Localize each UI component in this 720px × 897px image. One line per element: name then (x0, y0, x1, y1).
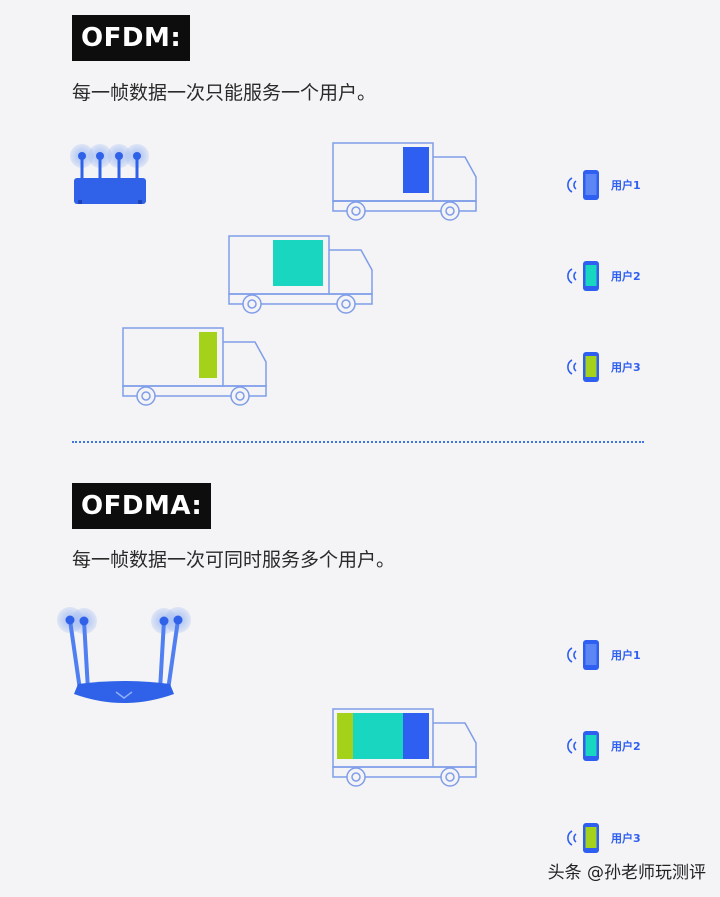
truck-user3 (122, 327, 267, 406)
wifi-signal-icon (567, 647, 573, 663)
watermark: 头条 @孙老师玩测评 (547, 863, 706, 883)
phone-user2: 用户2 (567, 731, 641, 761)
user-label: 用户1 (611, 648, 641, 662)
wifi6-router-icon (57, 607, 191, 703)
user-label: 用户3 (611, 831, 641, 845)
wifi-signal-icon (567, 359, 573, 375)
cargo-user2 (273, 240, 323, 286)
user-label: 用户1 (611, 178, 641, 192)
ofdm-subtitle: 每一帧数据一次只能服务一个用户。 (72, 82, 377, 104)
ofdma-subtitle: 每一帧数据一次可同时服务多个用户。 (72, 549, 396, 571)
router-icon (70, 144, 149, 204)
truck-user2 (228, 235, 373, 314)
phone-user2: 用户2 (567, 261, 641, 291)
section-divider (72, 441, 644, 443)
truck-multi-user (332, 708, 477, 787)
phone-user1: 用户1 (567, 170, 641, 200)
cargo-user3 (199, 332, 217, 378)
cargo-user2 (353, 713, 403, 759)
user-label: 用户2 (611, 739, 641, 753)
phone-user3: 用户3 (567, 823, 641, 853)
truck-user1 (332, 142, 477, 221)
cargo-user3 (337, 713, 353, 759)
ofdm-title: OFDM: (72, 15, 191, 61)
user-label: 用户3 (611, 360, 641, 374)
wifi-signal-icon (567, 830, 573, 846)
phone-user1: 用户1 (567, 640, 641, 670)
user-label: 用户2 (611, 269, 641, 283)
wifi-signal-icon (567, 177, 573, 193)
ofdma-title: OFDMA: (72, 483, 212, 529)
wifi-signal-icon (567, 268, 573, 284)
wifi-signal-icon (567, 738, 573, 754)
phone-user3: 用户3 (567, 352, 641, 382)
cargo-user1 (403, 713, 429, 759)
cargo-user1 (403, 147, 429, 193)
